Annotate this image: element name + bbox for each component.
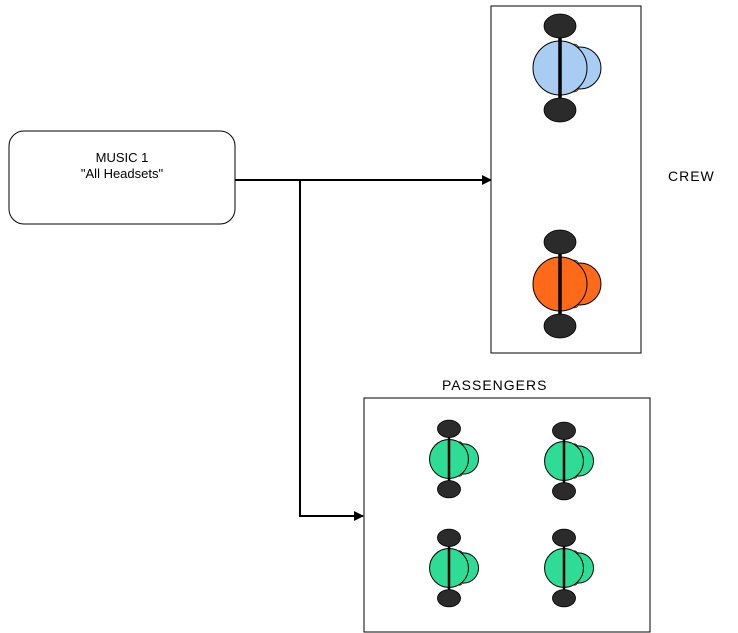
- source-title: MUSIC 1: [96, 150, 149, 165]
- connector-to-passengers: [299, 180, 364, 521]
- passenger-headset-icon: [544, 421, 595, 501]
- source-subtitle: "All Headsets": [81, 166, 164, 181]
- passenger-headsets: [429, 419, 595, 608]
- passengers-label: PASSENGERS: [442, 377, 547, 393]
- crew-group: [490, 5, 642, 354]
- crew-headsets: [532, 13, 602, 339]
- source-box: [8, 130, 236, 225]
- crew-headset-icon: [532, 229, 602, 339]
- connectors: [235, 175, 492, 521]
- crew-label: CREW: [668, 168, 715, 184]
- passenger-headset-icon: [429, 528, 480, 608]
- source-node: MUSIC 1 "All Headsets": [8, 130, 236, 225]
- passenger-headset-icon: [544, 528, 595, 608]
- crew-headset-icon: [532, 13, 602, 123]
- passengers-group: PASSENGERS: [363, 377, 651, 633]
- passenger-headset-icon: [429, 419, 480, 499]
- passengers-box: [363, 397, 651, 633]
